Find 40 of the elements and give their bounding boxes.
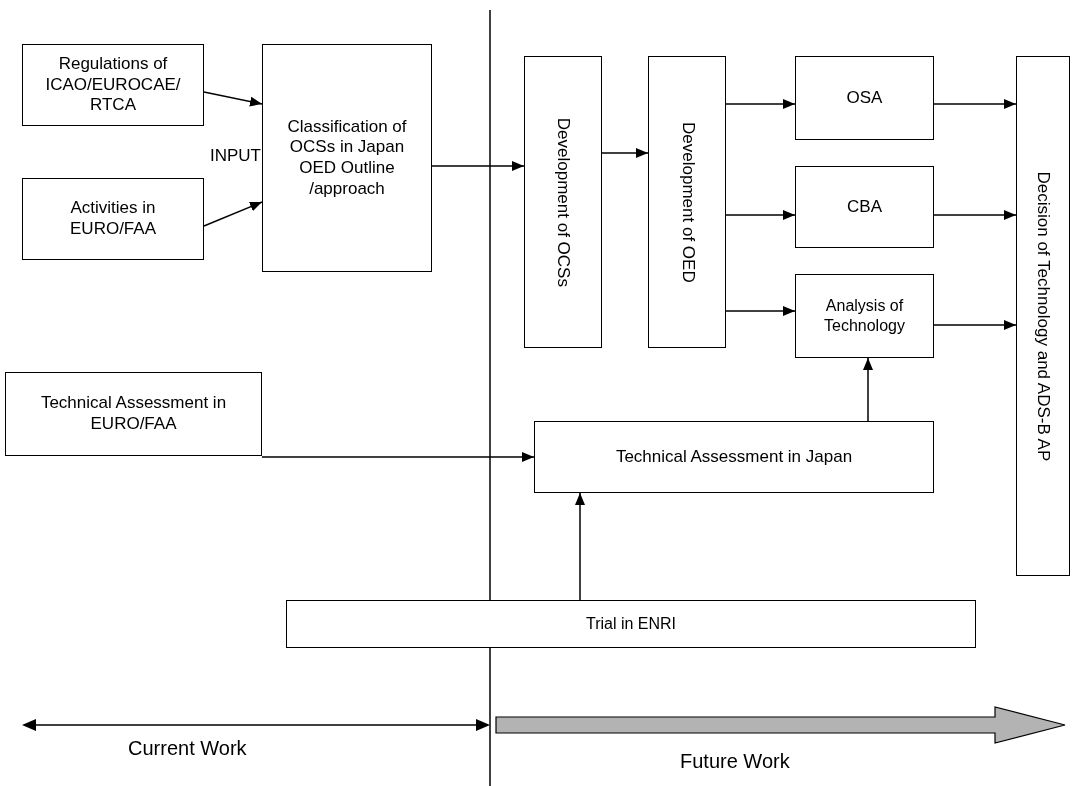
process-box — [534, 421, 934, 493]
process-box — [22, 178, 204, 260]
process-box — [22, 44, 204, 126]
node-text: Classification of OCSs in Japan OED Outline /approach — [286, 116, 408, 200]
process-box — [795, 274, 934, 358]
arrow — [575, 492, 585, 601]
label-text: INPUT — [210, 146, 261, 166]
arrow — [933, 320, 1017, 330]
node-text: Activities in EURO/FAA — [69, 198, 157, 240]
arrow — [725, 99, 796, 109]
arrow — [863, 357, 873, 422]
node-text: CBA — [846, 196, 883, 218]
arrow — [933, 210, 1017, 220]
node-text: Technical Assessment in Japan — [614, 446, 854, 468]
process-box — [5, 372, 262, 456]
arrow — [261, 452, 535, 462]
label-text: Current Work — [128, 737, 247, 760]
process-box — [524, 56, 602, 348]
process-box — [286, 600, 976, 648]
node-text: Trial in ENRI — [584, 614, 678, 634]
node-text: Regulations of ICAO/EUROCAE/ RTCA — [44, 53, 182, 117]
node-text: OSA — [845, 87, 884, 109]
arrow — [203, 201, 263, 227]
node-text: Decision of Technology and ADS-B AP — [1033, 170, 1054, 463]
node-text: Development of OED — [677, 120, 698, 285]
arrow — [431, 161, 525, 171]
process-box — [648, 56, 726, 348]
process-box — [795, 166, 934, 248]
process-box — [262, 44, 432, 272]
arrow — [203, 91, 263, 107]
arrow — [725, 210, 796, 220]
node-text: Development of OCSs — [553, 116, 574, 289]
arrow — [933, 99, 1017, 109]
arrow — [601, 148, 649, 158]
node-text: Technical Assessment in EURO/FAA — [39, 393, 228, 435]
label-text: Future Work — [680, 750, 790, 773]
arrow — [725, 306, 796, 316]
process-box — [1016, 56, 1070, 576]
process-box — [795, 56, 934, 140]
node-text: Analysis of Technology — [823, 296, 906, 336]
